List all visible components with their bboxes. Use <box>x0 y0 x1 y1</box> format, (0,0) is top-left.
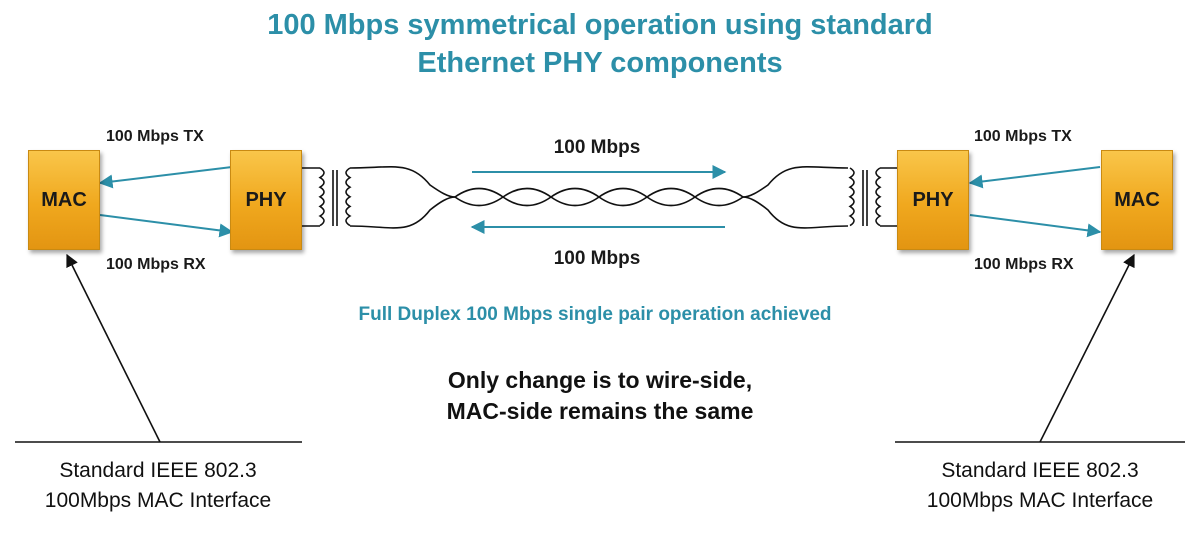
left-interface-caption: Standard IEEE 802.3 100Mbps MAC Interfac… <box>13 456 303 516</box>
left-transformer <box>302 167 352 227</box>
title-line-2: Ethernet PHY components <box>417 47 783 79</box>
left-tx-arrow <box>98 166 233 189</box>
title-line-1: 100 Mbps symmetrical operation using sta… <box>267 9 933 41</box>
left-tx-label: 100 Mbps TX <box>106 128 204 145</box>
right-tx-arrow <box>968 166 1101 189</box>
right-rx-arrow <box>969 214 1102 238</box>
right-interface-line-1: Standard IEEE 802.3 <box>941 459 1139 482</box>
right-phy-box: PHY <box>897 150 969 250</box>
right-mac-label: MAC <box>1114 188 1160 211</box>
right-pointer-arrow <box>1039 253 1135 443</box>
right-tx-label: 100 Mbps TX <box>974 128 1072 145</box>
link-bottom-rate: 100 Mbps <box>553 248 641 269</box>
left-mac-label: MAC <box>41 188 87 211</box>
duplex-caption: Full Duplex 100 Mbps single pair operati… <box>358 304 832 325</box>
right-transformer <box>848 167 898 227</box>
twisted-pair-cable <box>349 165 849 229</box>
link-top-rate: 100 Mbps <box>553 137 641 158</box>
note-line-1: Only change is to wire-side, <box>447 367 753 393</box>
left-interface-line-2: 100Mbps MAC Interface <box>44 489 272 512</box>
note-line-2: MAC-side remains the same <box>446 398 754 424</box>
left-rx-arrow <box>99 214 234 238</box>
change-note: Only change is to wire-side, MAC-side re… <box>0 365 1200 427</box>
right-phy-label: PHY <box>912 188 954 211</box>
diagram-title: 100 Mbps symmetrical operation using sta… <box>0 6 1200 82</box>
left-mac-box: MAC <box>28 150 100 250</box>
left-rx-label: 100 Mbps RX <box>106 256 206 273</box>
left-phy-box: PHY <box>230 150 302 250</box>
right-mac-box: MAC <box>1101 150 1173 250</box>
right-interface-caption: Standard IEEE 802.3 100Mbps MAC Interfac… <box>895 456 1185 516</box>
right-interface-line-2: 100Mbps MAC Interface <box>926 489 1154 512</box>
right-rx-label: 100 Mbps RX <box>974 256 1074 273</box>
left-phy-label: PHY <box>245 188 287 211</box>
left-pointer-arrow <box>66 253 161 443</box>
left-interface-line-1: Standard IEEE 802.3 <box>59 459 257 482</box>
